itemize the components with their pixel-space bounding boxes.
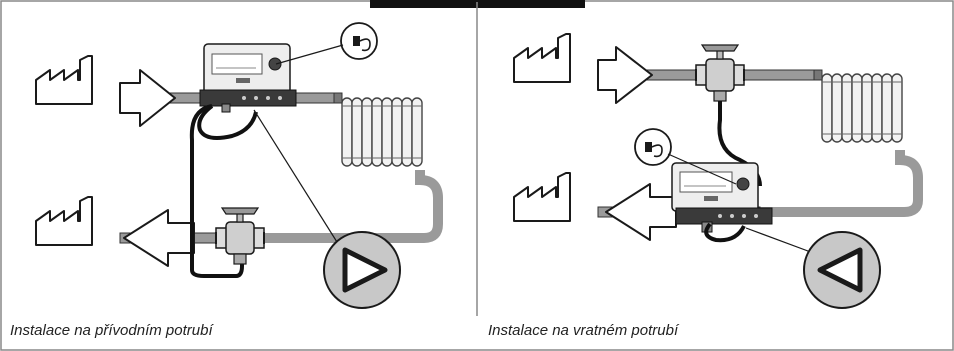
- supply-installation-panel: [35, 22, 443, 309]
- return-installation-caption: Instalace na vratném potrubí: [488, 322, 679, 339]
- supply-installation-caption: Instalace na přívodním potrubí: [10, 322, 213, 339]
- ball-valve-icon: [695, 44, 745, 92]
- connection-pipe: [760, 150, 923, 217]
- factory-icon: [35, 55, 93, 105]
- connection-pipe: [260, 170, 443, 243]
- flow-arrow-icon: [597, 46, 653, 104]
- flow-arrow-icon: [605, 183, 677, 241]
- return-installation-panel: [513, 33, 923, 309]
- radiator-icon: [821, 73, 903, 143]
- radiator-icon: [341, 97, 423, 167]
- sensor-cable: [189, 104, 244, 278]
- sensor-cable: [704, 222, 746, 243]
- factory-icon: [35, 196, 93, 246]
- factory-icon: [513, 33, 571, 83]
- sensor-cable: [197, 104, 258, 140]
- ball-valve-icon: [215, 207, 265, 255]
- flow-arrow-icon: [123, 209, 195, 267]
- factory-icon: [513, 172, 571, 222]
- heat-meter-icon: [671, 162, 773, 233]
- flow-arrow-icon: [119, 69, 176, 127]
- heat-meter-icon: [199, 43, 297, 113]
